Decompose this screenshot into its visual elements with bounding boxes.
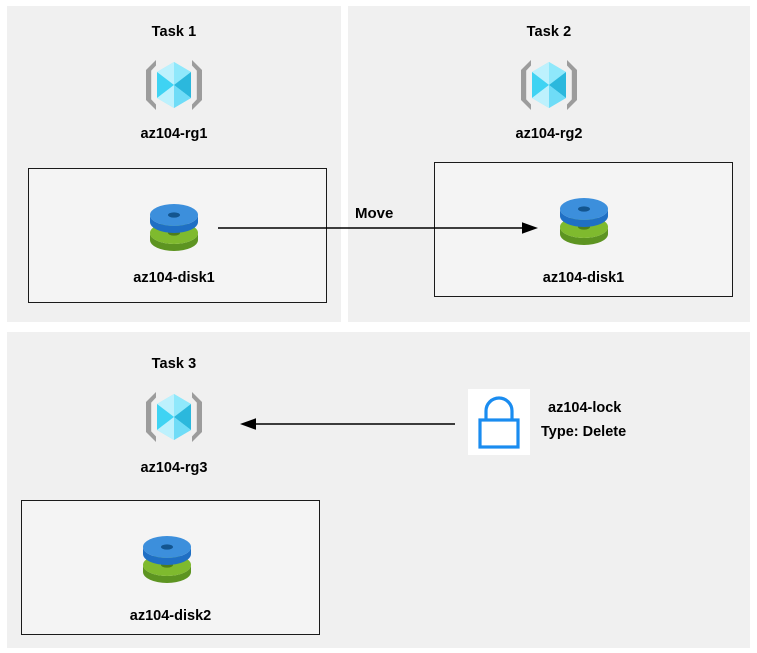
disk-label-task-3: az104-disk2 xyxy=(129,608,212,624)
task-1-title: Task 1 xyxy=(151,24,197,40)
resource-group-cube-icon xyxy=(138,54,210,116)
move-arrow xyxy=(218,222,538,234)
resource-group-cube-icon xyxy=(513,54,585,116)
move-arrow-label: Move xyxy=(355,205,394,222)
managed-disk-icon xyxy=(131,530,203,592)
disk-label-task-2: az104-disk1 xyxy=(542,270,625,286)
managed-disk-icon xyxy=(548,192,620,254)
resource-group-label-rg1: az104-rg1 xyxy=(140,126,208,142)
panel-task-2: Task 2 az104-rg2 xyxy=(348,6,750,322)
resource-group-cube-icon xyxy=(138,386,210,448)
lock-name-label: az104-lock xyxy=(548,400,622,416)
resource-group-label-rg3: az104-rg3 xyxy=(140,460,208,476)
panel-task-1: Task 1 a xyxy=(7,6,341,322)
panel-task-3: Task 3 az104-rg3 xyxy=(7,332,750,648)
managed-disk-icon xyxy=(138,198,210,260)
lock-arrow xyxy=(240,418,455,430)
resource-group-label-rg2: az104-rg2 xyxy=(515,126,583,142)
disk-label-task-1: az104-disk1 xyxy=(133,270,215,286)
task-3-title: Task 3 xyxy=(151,356,197,372)
lock-type-label: Type: Delete xyxy=(541,424,627,440)
task-2-title: Task 2 xyxy=(526,24,572,40)
padlock-icon xyxy=(468,389,530,455)
